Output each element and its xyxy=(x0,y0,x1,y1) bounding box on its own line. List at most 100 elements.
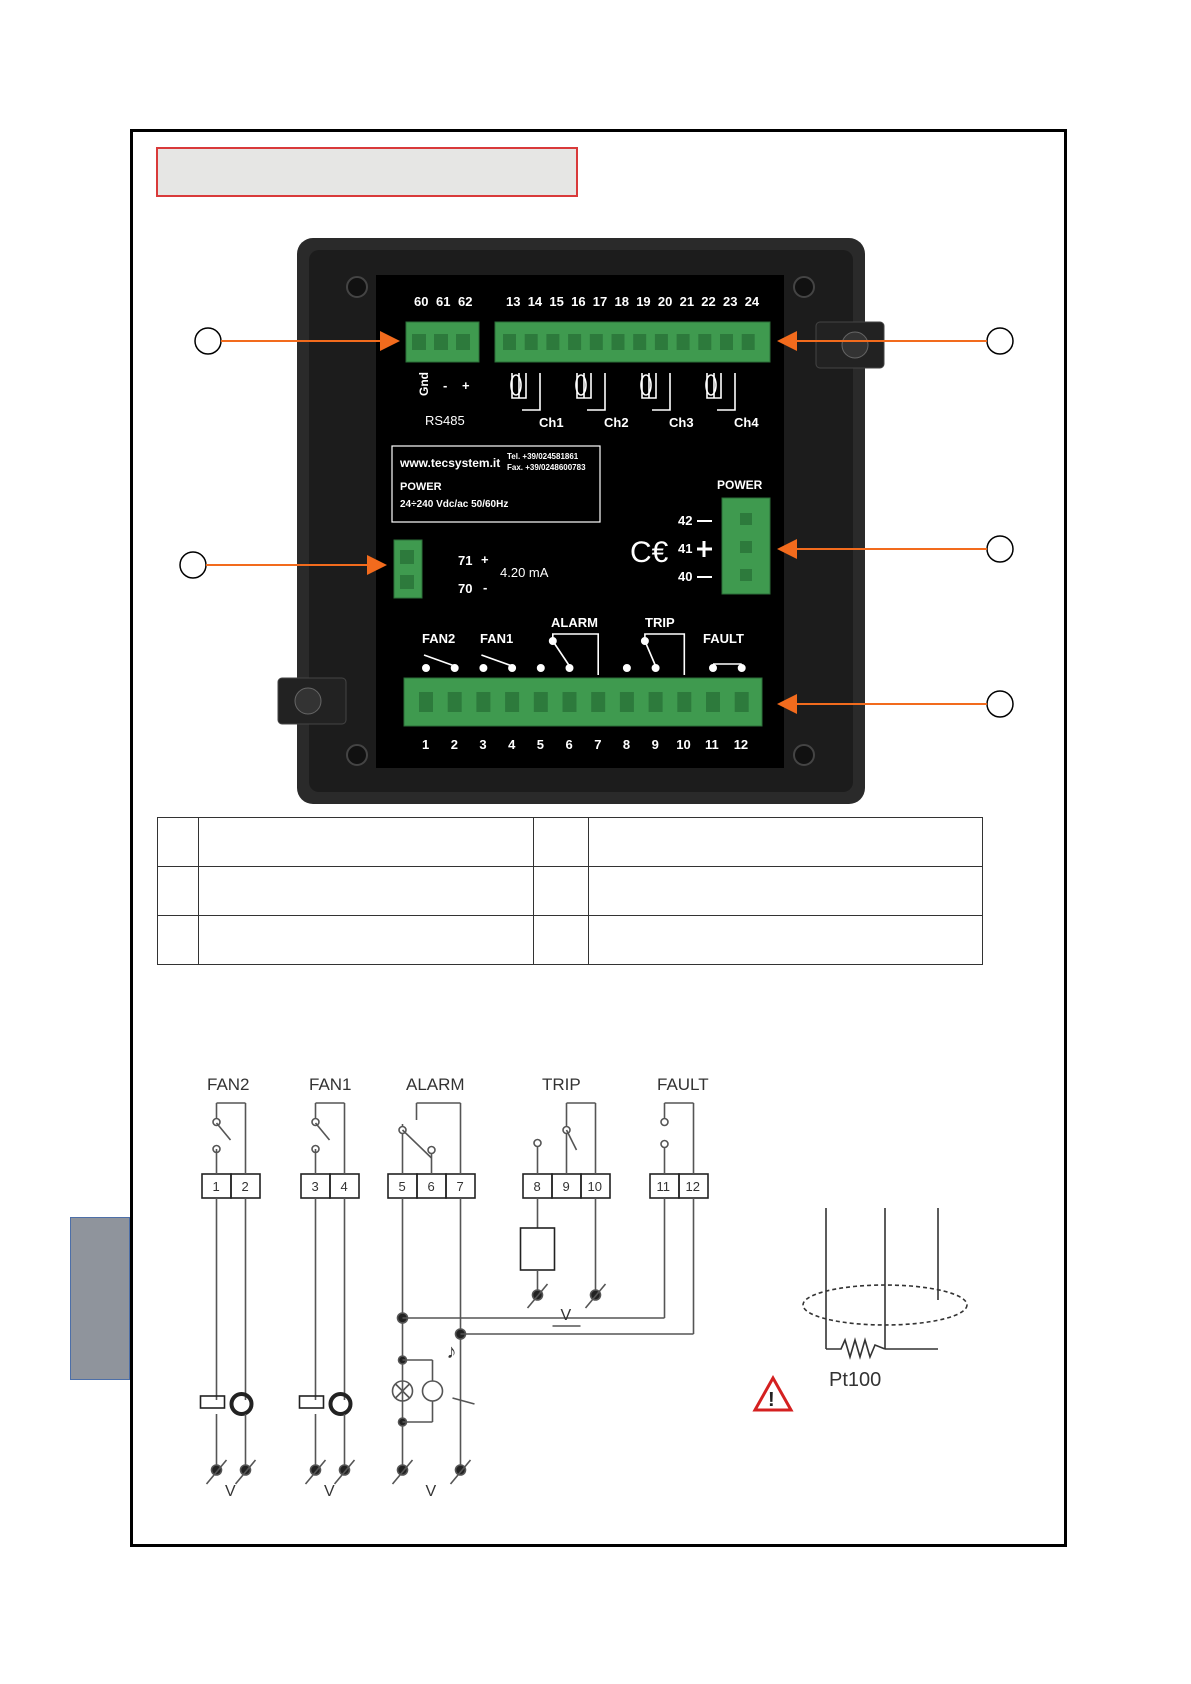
legend-cell xyxy=(533,817,589,867)
terminal-number: 9 xyxy=(652,737,659,752)
side-tab xyxy=(70,1217,130,1380)
wiring-node xyxy=(660,1117,669,1127)
wiring-relay-label: FAN1 xyxy=(309,1075,352,1094)
callout-circle-4 xyxy=(986,535,1014,563)
terminal-pin xyxy=(476,692,491,712)
svg-text:!: ! xyxy=(768,1389,775,1411)
terminal-number: 12 xyxy=(734,737,748,752)
rs485-label: RS485 xyxy=(425,413,465,428)
legend-cell xyxy=(157,817,199,867)
legend-cell xyxy=(588,915,983,965)
wiring-terminal-number: 1 xyxy=(213,1179,220,1194)
wiring-node xyxy=(533,1138,542,1148)
tel-text: Tel. +39/024581861 xyxy=(507,452,579,461)
terminal-number: 19 xyxy=(636,294,650,309)
voltage-label: V xyxy=(561,1307,572,1324)
wiring-node xyxy=(309,1464,322,1476)
callout-circle-1 xyxy=(194,327,222,355)
legend-table xyxy=(157,817,983,965)
wiring-node xyxy=(427,1145,436,1155)
voltage-label: V xyxy=(426,1483,437,1500)
sound-icon: ♪ xyxy=(447,1341,457,1363)
terminal-pin xyxy=(741,334,755,350)
wiring-terminal-number: 11 xyxy=(657,1179,671,1194)
info-box xyxy=(391,445,601,523)
terminal-pin xyxy=(720,334,733,350)
terminal-number: 60 xyxy=(414,294,428,309)
wiring-terminal-number: 7 xyxy=(457,1179,464,1194)
analog-sign-plus: + xyxy=(481,552,489,567)
terminal-pin xyxy=(434,334,448,350)
terminal-number: 61 xyxy=(436,294,450,309)
terminal-number: 5 xyxy=(537,737,544,752)
callout-circle-5 xyxy=(986,690,1014,718)
terminal-number: 3 xyxy=(479,737,486,752)
relay-contact xyxy=(450,663,459,672)
analog-pin-70: 70 xyxy=(458,581,472,596)
wiring-node xyxy=(239,1464,252,1476)
terminal-pin xyxy=(533,692,548,712)
power-pin-40: 40 xyxy=(678,569,692,584)
wiring-node xyxy=(311,1117,320,1127)
channel-label: Ch4 xyxy=(734,415,759,430)
relay-contact xyxy=(508,663,517,672)
terminal-number: 18 xyxy=(615,294,629,309)
wiring-node xyxy=(396,1464,409,1476)
terminal-number: 62 xyxy=(458,294,472,309)
terminal-pin xyxy=(706,692,720,712)
legend-cell xyxy=(198,817,534,867)
wiring-node xyxy=(338,1464,351,1476)
fan-icon xyxy=(328,1392,353,1416)
trip-coil-icon xyxy=(519,1227,556,1271)
terminal-pin xyxy=(524,334,538,350)
terminal-pin xyxy=(677,692,692,712)
legend-cell xyxy=(198,915,534,965)
relay-contact xyxy=(737,663,746,672)
terminal-number: 2 xyxy=(451,737,458,752)
terminal-number: 24 xyxy=(745,294,760,309)
terminal-pin xyxy=(619,692,634,712)
wiring-terminal-number: 3 xyxy=(312,1179,319,1194)
screw-icon xyxy=(793,276,815,298)
wiring-terminal-number: 12 xyxy=(686,1179,700,1194)
voltage-label: V xyxy=(225,1483,236,1500)
terminal-number: 7 xyxy=(594,737,601,752)
terminal-number: 8 xyxy=(623,737,630,752)
terminal-pin xyxy=(654,334,668,350)
terminal-pin xyxy=(562,692,577,712)
legend-cell xyxy=(198,866,534,916)
wiring-terminal-number: 6 xyxy=(428,1179,435,1194)
wiring-terminal-number: 10 xyxy=(588,1179,602,1194)
analog-label: 4.20 mA xyxy=(500,565,549,580)
legend-row xyxy=(157,915,983,965)
dev-relay-fan1: FAN1 xyxy=(480,631,513,646)
terminal-pin xyxy=(419,692,433,712)
callout-circle-2 xyxy=(986,327,1014,355)
analog-sign-minus: - xyxy=(483,580,487,595)
terminal-number: 13 xyxy=(506,294,520,309)
wiring-terminal-number: 8 xyxy=(534,1179,541,1194)
analog-pin-71: 71 xyxy=(458,553,472,568)
terminal-number: 21 xyxy=(680,294,694,309)
terminal-pin xyxy=(546,334,560,350)
wiring-terminal-number: 4 xyxy=(341,1179,348,1194)
power-title: POWER xyxy=(400,481,442,493)
power-connector-label: POWER xyxy=(717,478,763,492)
section-title-box xyxy=(156,147,578,197)
wiring-relay-label: ALARM xyxy=(406,1075,465,1094)
wiring-terminal-number: 2 xyxy=(242,1179,249,1194)
terminal-pin xyxy=(676,334,690,350)
dev-relay-alarm: ALARM xyxy=(551,615,598,630)
channel-label: Ch3 xyxy=(669,415,694,430)
terminal-number: 11 xyxy=(705,737,719,752)
wiring-relay-label: FAN2 xyxy=(207,1075,250,1094)
terminal-number: 4 xyxy=(508,737,516,752)
legend-row xyxy=(157,817,983,867)
legend-cell xyxy=(157,866,199,916)
terminal-pin xyxy=(568,334,582,350)
dev-relay-fan2: FAN2 xyxy=(422,631,455,646)
terminal-pin xyxy=(503,334,516,350)
page-frame xyxy=(130,129,1067,1547)
relay-contact xyxy=(479,663,488,672)
terminal-number: 16 xyxy=(571,294,585,309)
